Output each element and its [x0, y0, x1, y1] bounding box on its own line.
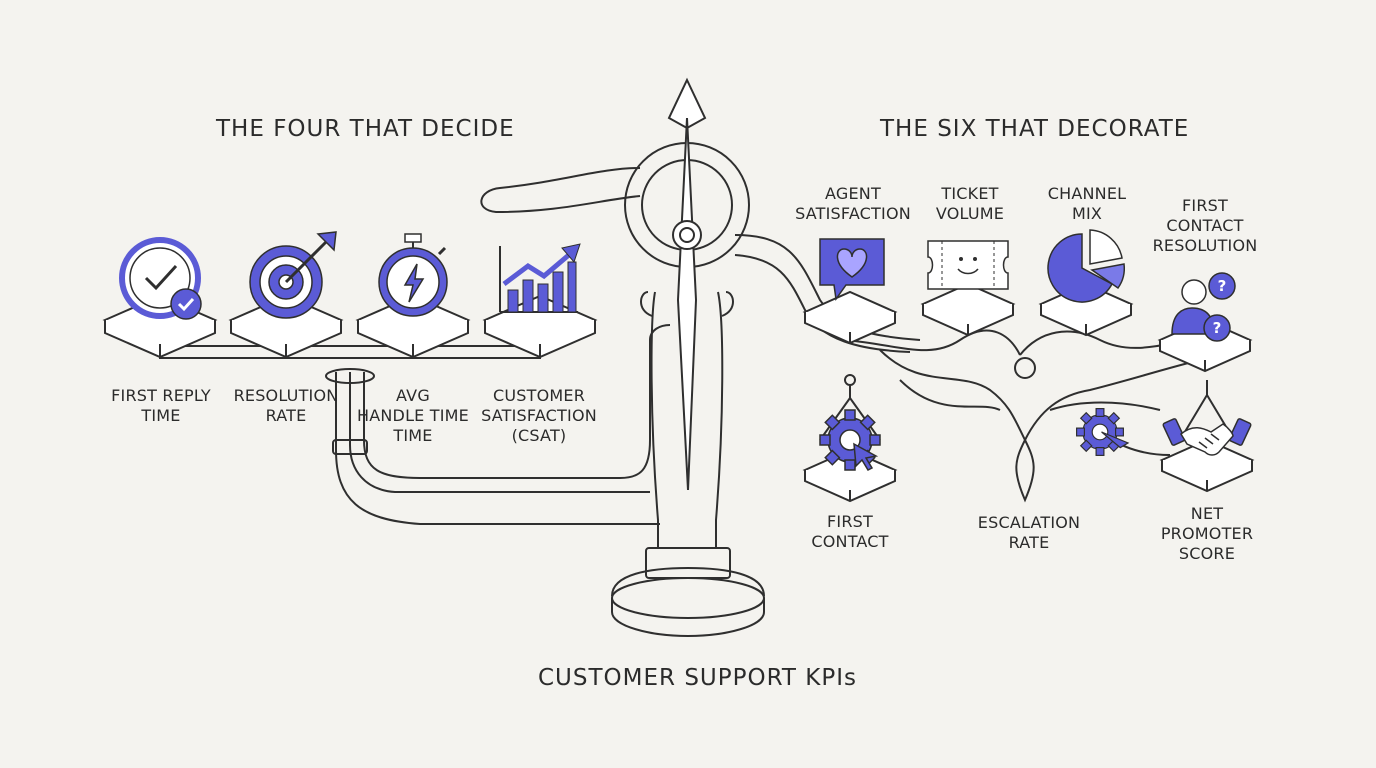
kpi-label-agent-satisfaction: AGENT SATISFACTION	[795, 184, 911, 223]
diagram-title: CUSTOMER SUPPORT KPIs	[538, 665, 857, 691]
kpi-label-first-reply-time: FIRST REPLY TIME	[111, 386, 211, 425]
heading-four-that-decide: THE FOUR THAT DECIDE	[216, 116, 515, 142]
kpi-label-csat: CUSTOMER SATISFACTION (CSAT)	[481, 386, 597, 445]
smile-ticket-icon	[927, 240, 1009, 290]
kpi-label-escalation-rate: ESCALATION RATE	[977, 513, 1081, 552]
kpi-label-resolution-rate: RESOLUTION RATE	[233, 386, 339, 425]
balance-needle	[667, 77, 707, 491]
svg-text:?: ?	[1218, 277, 1227, 295]
gear-cursor-icon	[819, 409, 881, 471]
handshake-icon	[1162, 418, 1252, 456]
target-arrow-icon	[249, 231, 337, 319]
left-beam	[159, 345, 541, 359]
pie-chart-icon	[1047, 229, 1126, 303]
kpi-label-ticket-volume: TICKET VOLUME	[935, 184, 1005, 223]
kpi-label-first-contact-resolution: FIRST CONTACT RESOLUTION	[1152, 196, 1258, 255]
gear-arrow-icon	[1076, 408, 1130, 456]
kpi-label-channel-mix: CHANNEL MIX	[1047, 184, 1127, 223]
kpi-label-first-contact: FIRST CONTACT	[811, 512, 889, 551]
clock-check-icon	[119, 237, 202, 320]
kpi-label-net-promoter-score: NET PROMOTER SCORE	[1160, 504, 1254, 563]
kpi-label-avg-handle-time: AVG HANDLE TIME TIME	[357, 386, 469, 445]
scale-structure	[325, 142, 765, 638]
stopwatch-bolt-icon	[378, 233, 448, 317]
svg-text:?: ?	[1213, 319, 1222, 337]
people-question-icon: ? ?	[1171, 272, 1236, 342]
heart-chat-icon	[819, 238, 885, 301]
heading-six-that-decorate: THE SIX THAT DECORATE	[880, 116, 1190, 142]
rising-bar-chart-icon	[499, 243, 581, 313]
